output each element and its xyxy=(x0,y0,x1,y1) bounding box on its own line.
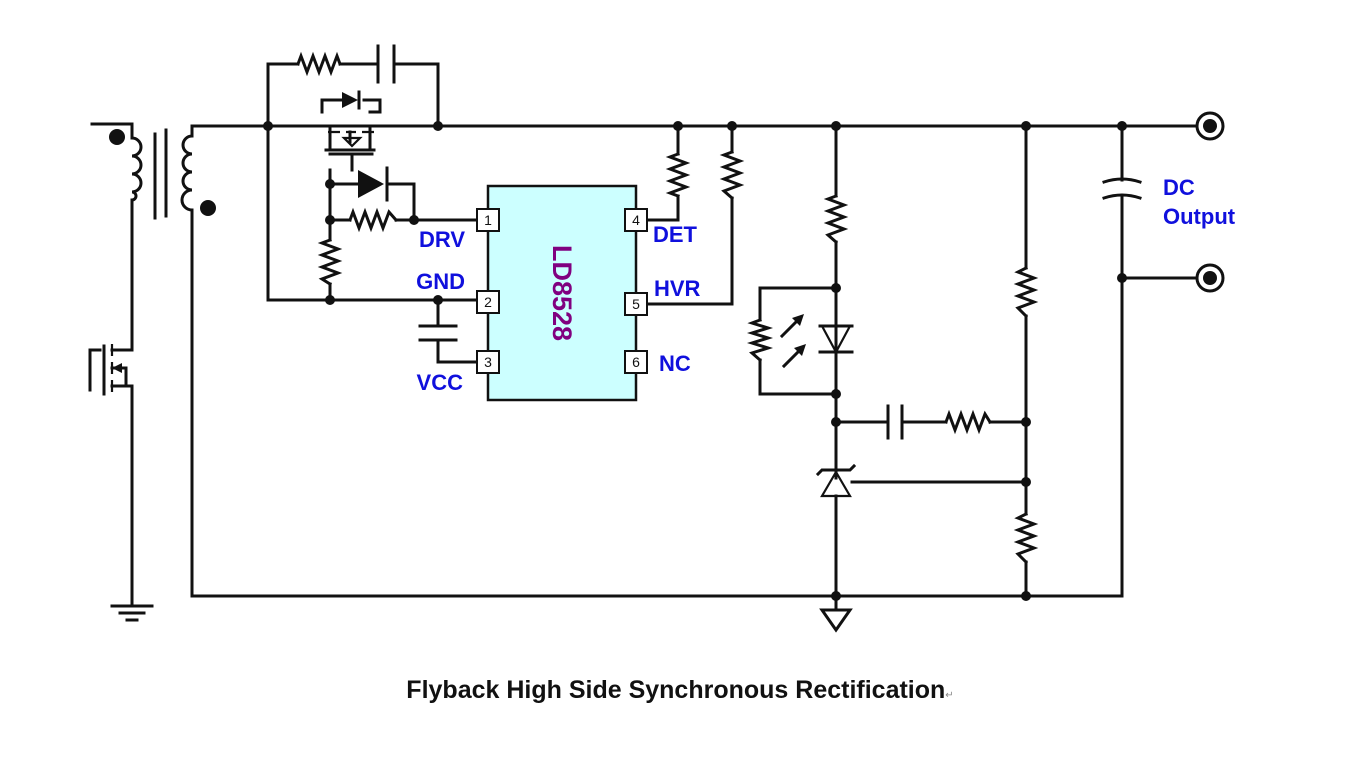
led-series-resistor xyxy=(823,194,849,245)
primary-mosfet xyxy=(88,338,134,396)
caption-text: Flyback High Side Synchronous Rectificat… xyxy=(406,676,946,704)
snubber-capacitor xyxy=(376,44,396,84)
pin-2-box xyxy=(476,290,500,314)
transformer xyxy=(109,128,216,220)
pin-label-nc: NC xyxy=(659,351,691,376)
output-capacitor xyxy=(1102,177,1142,200)
pin-4-box xyxy=(624,208,648,232)
primary-polarity-dot xyxy=(109,129,125,145)
det-resistor xyxy=(665,152,691,198)
divider-resistor-upper xyxy=(1013,265,1039,319)
gate-pulldown-resistor xyxy=(317,238,343,287)
vcc-capacitor xyxy=(418,324,458,342)
figure-caption: Flyback High Side Synchronous Rectificat… xyxy=(0,676,1360,705)
pin-6-number: 6 xyxy=(632,354,640,370)
gate-resistor xyxy=(348,207,399,233)
divider-resistor-lower xyxy=(1013,511,1039,565)
pin-label-drv: DRV xyxy=(419,227,465,252)
junction-dots xyxy=(263,121,1127,601)
output-terminal-positive xyxy=(1195,111,1225,141)
ld8528-ic: LD8528 1 2 3 4 5 6 xyxy=(476,184,648,402)
pin-3-number: 3 xyxy=(484,354,492,370)
flyback-schematic: LD8528 1 2 3 4 5 6 DRV GND VCC DET HVR N… xyxy=(88,44,1236,633)
ic-part-number: LD8528 xyxy=(547,245,577,341)
pin-1-number: 1 xyxy=(484,212,492,228)
dc-output-line2: Output xyxy=(1163,204,1236,229)
compensation-capacitor xyxy=(886,404,904,440)
ground-symbol-primary xyxy=(110,604,154,622)
pin-labels: DRV GND VCC DET HVR NC xyxy=(416,222,700,395)
dc-output-label: DC Output xyxy=(1163,175,1236,229)
ic-body xyxy=(486,184,638,402)
compensation-resistor xyxy=(944,409,993,435)
pin-6-box xyxy=(624,350,648,374)
opto-light-arrows xyxy=(779,314,806,369)
pin-4-number: 4 xyxy=(632,212,640,228)
hvr-resistor xyxy=(719,150,745,201)
pin-label-gnd: GND xyxy=(416,269,465,294)
shunt-regulator xyxy=(815,463,857,498)
led-bias-resistor xyxy=(746,318,774,363)
pin-label-det: DET xyxy=(653,222,698,247)
pin-3-box xyxy=(476,350,500,374)
paragraph-mark-icon: ↵ xyxy=(945,690,954,701)
pin-5-box xyxy=(624,292,648,316)
gate-diode xyxy=(358,166,389,202)
output-terminal-negative xyxy=(1195,263,1225,293)
optocoupler-led xyxy=(818,324,854,356)
dc-output-line1: DC xyxy=(1163,175,1195,200)
pin-5-number: 5 xyxy=(632,296,640,312)
ground-symbol-secondary xyxy=(819,608,853,633)
wires xyxy=(90,62,1198,612)
pin-1-box xyxy=(476,208,500,232)
pin-2-number: 2 xyxy=(484,294,492,310)
secondary-polarity-dot xyxy=(200,200,216,216)
pin-label-vcc: VCC xyxy=(417,370,464,395)
pin-label-hvr: HVR xyxy=(654,276,701,301)
sync-rectifier-mosfet xyxy=(320,90,382,152)
snubber-resistor xyxy=(296,51,342,77)
